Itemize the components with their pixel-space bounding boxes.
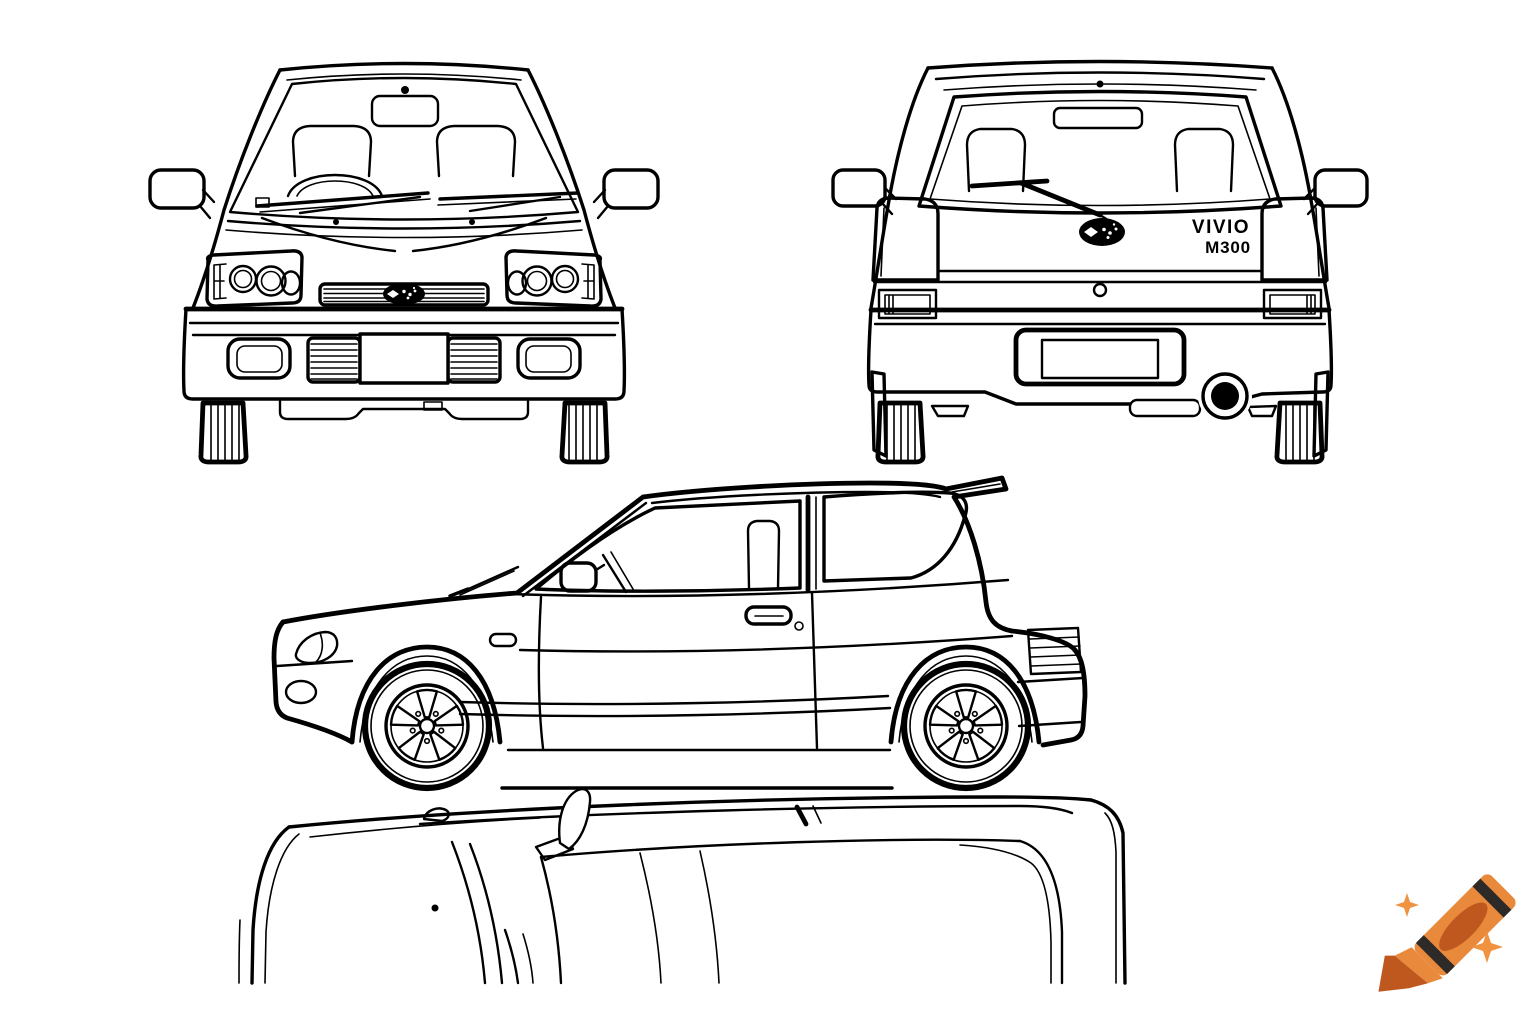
front-cowl-line xyxy=(226,219,582,230)
top-windshield-lines xyxy=(450,840,504,985)
front-valance xyxy=(278,397,530,421)
rear-view-drawing: VIVIO M300 xyxy=(831,59,1369,465)
spoiler-inner-line xyxy=(951,483,1001,493)
sparkle-icon-left xyxy=(1395,893,1419,917)
headlight-left xyxy=(205,249,304,308)
side-marker-lamp xyxy=(488,632,518,648)
rear-roof-line xyxy=(926,59,1274,70)
crayon-icon xyxy=(1378,874,1516,992)
top-mirror xyxy=(422,807,450,823)
front-headrest-right xyxy=(435,124,517,178)
steering-wheel xyxy=(286,173,384,198)
top-washer-nozzle xyxy=(431,904,439,912)
door-rear-cut xyxy=(810,591,819,750)
side-bumper-crease xyxy=(275,659,354,668)
vent-window-divider xyxy=(601,551,634,594)
side-mirror-front-right xyxy=(592,168,660,220)
side-molding xyxy=(458,694,892,718)
exhaust-pipe xyxy=(1198,369,1252,423)
hood-crease-right xyxy=(411,216,548,253)
rear-antenna-mount xyxy=(1096,80,1104,88)
rear-headrest-right xyxy=(1173,127,1235,193)
front-a-pillar-right xyxy=(526,68,617,310)
washer-nozzle-left xyxy=(333,219,339,225)
side-quarter-window xyxy=(822,490,969,583)
top-view-drawing xyxy=(238,787,1127,985)
side-taillight xyxy=(1026,626,1083,676)
rear-roof-inner-line xyxy=(934,71,1266,81)
side-mirror-rear-right xyxy=(1302,168,1369,216)
side-front-door-window xyxy=(534,499,802,593)
side-wiper xyxy=(448,565,520,598)
rear-headrest-left xyxy=(965,127,1027,193)
front-tire-left xyxy=(198,400,249,465)
door-handle xyxy=(744,605,804,631)
top-quarter-pillar-line xyxy=(959,844,1052,984)
tailgate-keyhole xyxy=(1092,282,1108,298)
side-view-drawing xyxy=(271,475,1088,788)
top-rear-corner xyxy=(1089,798,1127,985)
side-headlight xyxy=(294,630,339,665)
front-roof-line xyxy=(278,61,530,72)
front-roof-inner-line xyxy=(286,73,522,81)
b-pillar xyxy=(805,494,817,593)
door-front-cut xyxy=(537,595,545,750)
side-mirror-front-left xyxy=(148,168,216,220)
top-roof-panel xyxy=(539,838,1064,985)
front-license-plate xyxy=(358,332,450,385)
beltline xyxy=(508,578,1010,598)
front-wheel-arch xyxy=(349,644,503,745)
subaru-logo-front xyxy=(383,283,425,305)
interior-mirror xyxy=(370,94,440,128)
front-windshield xyxy=(228,76,580,221)
top-front-edge xyxy=(238,825,300,985)
side-mirror xyxy=(559,561,606,593)
craiyon-watermark xyxy=(1378,874,1516,992)
side-headrest xyxy=(746,519,781,590)
hood-crease-left xyxy=(260,216,397,253)
top-wiper-lines xyxy=(503,928,534,985)
headlight-right xyxy=(504,249,603,308)
washer-nozzle-right xyxy=(469,219,475,225)
top-antenna xyxy=(534,787,592,862)
body-crease-line xyxy=(518,634,1014,653)
third-brake-light xyxy=(1052,106,1144,130)
front-tire-right xyxy=(559,400,610,465)
fog-light-right xyxy=(516,337,582,380)
rear-bumper xyxy=(866,307,1334,418)
sparkle-icon-right xyxy=(1471,931,1503,963)
side-roof-drip-line xyxy=(650,490,942,505)
rear-wheel-arch xyxy=(888,644,1042,745)
side-front-fascia xyxy=(271,619,355,745)
top-door-seams xyxy=(639,850,720,984)
model-badge-m300: M300 xyxy=(1205,238,1251,257)
side-fog-light xyxy=(284,679,318,705)
front-bumper xyxy=(181,306,627,401)
top-b-pillar xyxy=(794,804,822,827)
rear-license-plate xyxy=(1013,327,1187,387)
rear-tire-right xyxy=(1274,370,1330,465)
front-wipers xyxy=(255,191,580,215)
model-badge-vivio: VIVIO xyxy=(1192,217,1250,238)
fog-light-left xyxy=(226,337,292,380)
subaru-logo-rear xyxy=(1079,218,1125,246)
front-cowl-line-2 xyxy=(225,229,583,239)
side-mirror-rear-left xyxy=(831,168,898,216)
front-a-pillar-left xyxy=(191,68,282,310)
front-headrest-left xyxy=(291,124,373,178)
top-hood-line xyxy=(309,817,541,838)
front-view-drawing xyxy=(148,61,660,465)
interior-mirror-mount xyxy=(401,86,409,94)
rear-tire-left xyxy=(870,370,926,465)
